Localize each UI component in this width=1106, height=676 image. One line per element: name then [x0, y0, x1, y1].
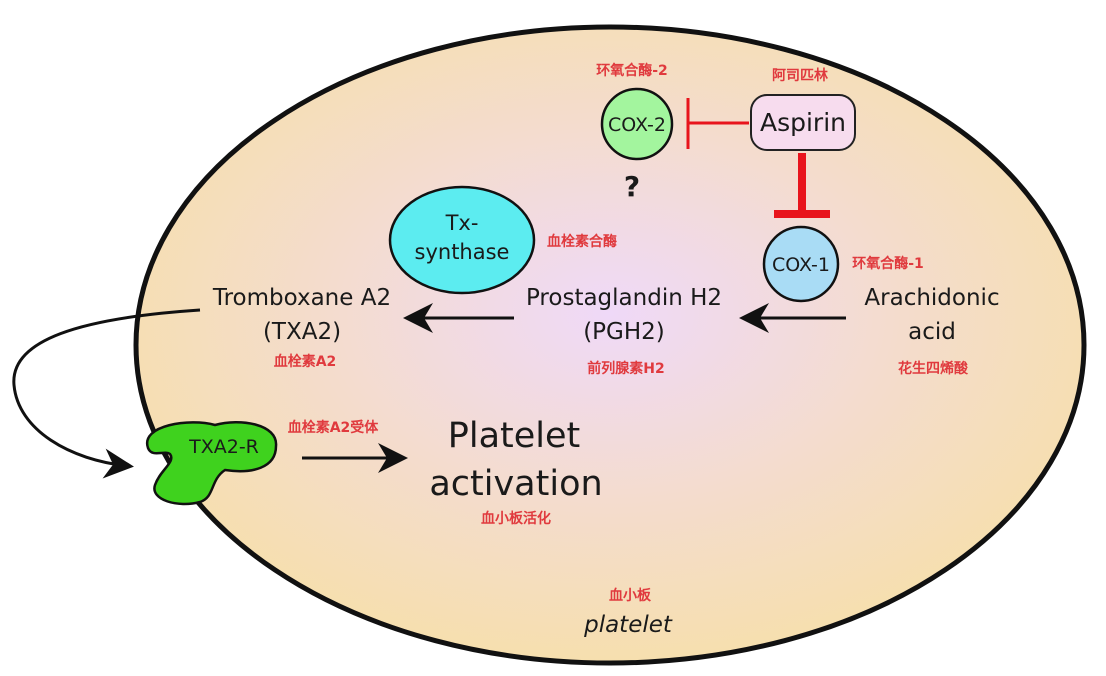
aspirin-label-cn: 阿司匹林 [772, 67, 828, 84]
cell-label: platelet [583, 612, 673, 638]
txa2-label-line1: Tromboxane A2 [212, 285, 391, 311]
platelet-cell [133, 24, 1087, 666]
tx-synthase-label-line1: Tx- [445, 211, 479, 235]
pgh2-label-line2: (PGH2) [583, 319, 665, 345]
cox2-label: COX-2 [608, 114, 666, 136]
txa2-receptor-label-cn: 血栓素A2受体 [288, 419, 380, 436]
cox1-label: COX-1 [772, 254, 830, 276]
tx-synthase-label-line2: synthase [415, 240, 510, 264]
cox2-enzyme [600, 87, 674, 161]
arachidonic-acid-line1: Arachidonic [864, 285, 999, 311]
pgh2-label-cn: 前列腺素H2 [587, 360, 664, 377]
aspirin-box [750, 94, 856, 151]
txa2-receptor-label: TXA2-R [188, 436, 259, 458]
txa2-receptor [145, 421, 278, 506]
cox1-enzyme [762, 225, 840, 303]
cell-label-cn: 血小板 [609, 587, 652, 604]
arrow-txa2-to-receptor [12, 308, 201, 479]
pgh2-label-line1: Prostaglandin H2 [526, 285, 722, 311]
platelet-activation-line2: activation [429, 464, 602, 504]
cox1-label-cn: 环氧合酶-1 [852, 255, 924, 272]
txa2-label-cn: 血栓素A2 [274, 353, 337, 370]
arachidonic-acid-line2: acid [908, 319, 956, 345]
platelet-activation-label-cn: 血小板活化 [481, 510, 551, 527]
txa2-label-line2: (TXA2) [263, 319, 341, 345]
platelet-activation-line1: Platelet [448, 416, 581, 456]
cox2-unknown-mark: ? [624, 170, 640, 203]
cox2-label-cn: 环氧合酶-2 [596, 62, 668, 79]
arachidonic-acid-label-cn: 花生四烯酸 [898, 360, 969, 377]
tx-synthase-label-cn: 血栓素合酶 [547, 233, 617, 250]
tx-synthase-enzyme [388, 185, 536, 295]
aspirin-label: Aspirin [760, 108, 846, 137]
